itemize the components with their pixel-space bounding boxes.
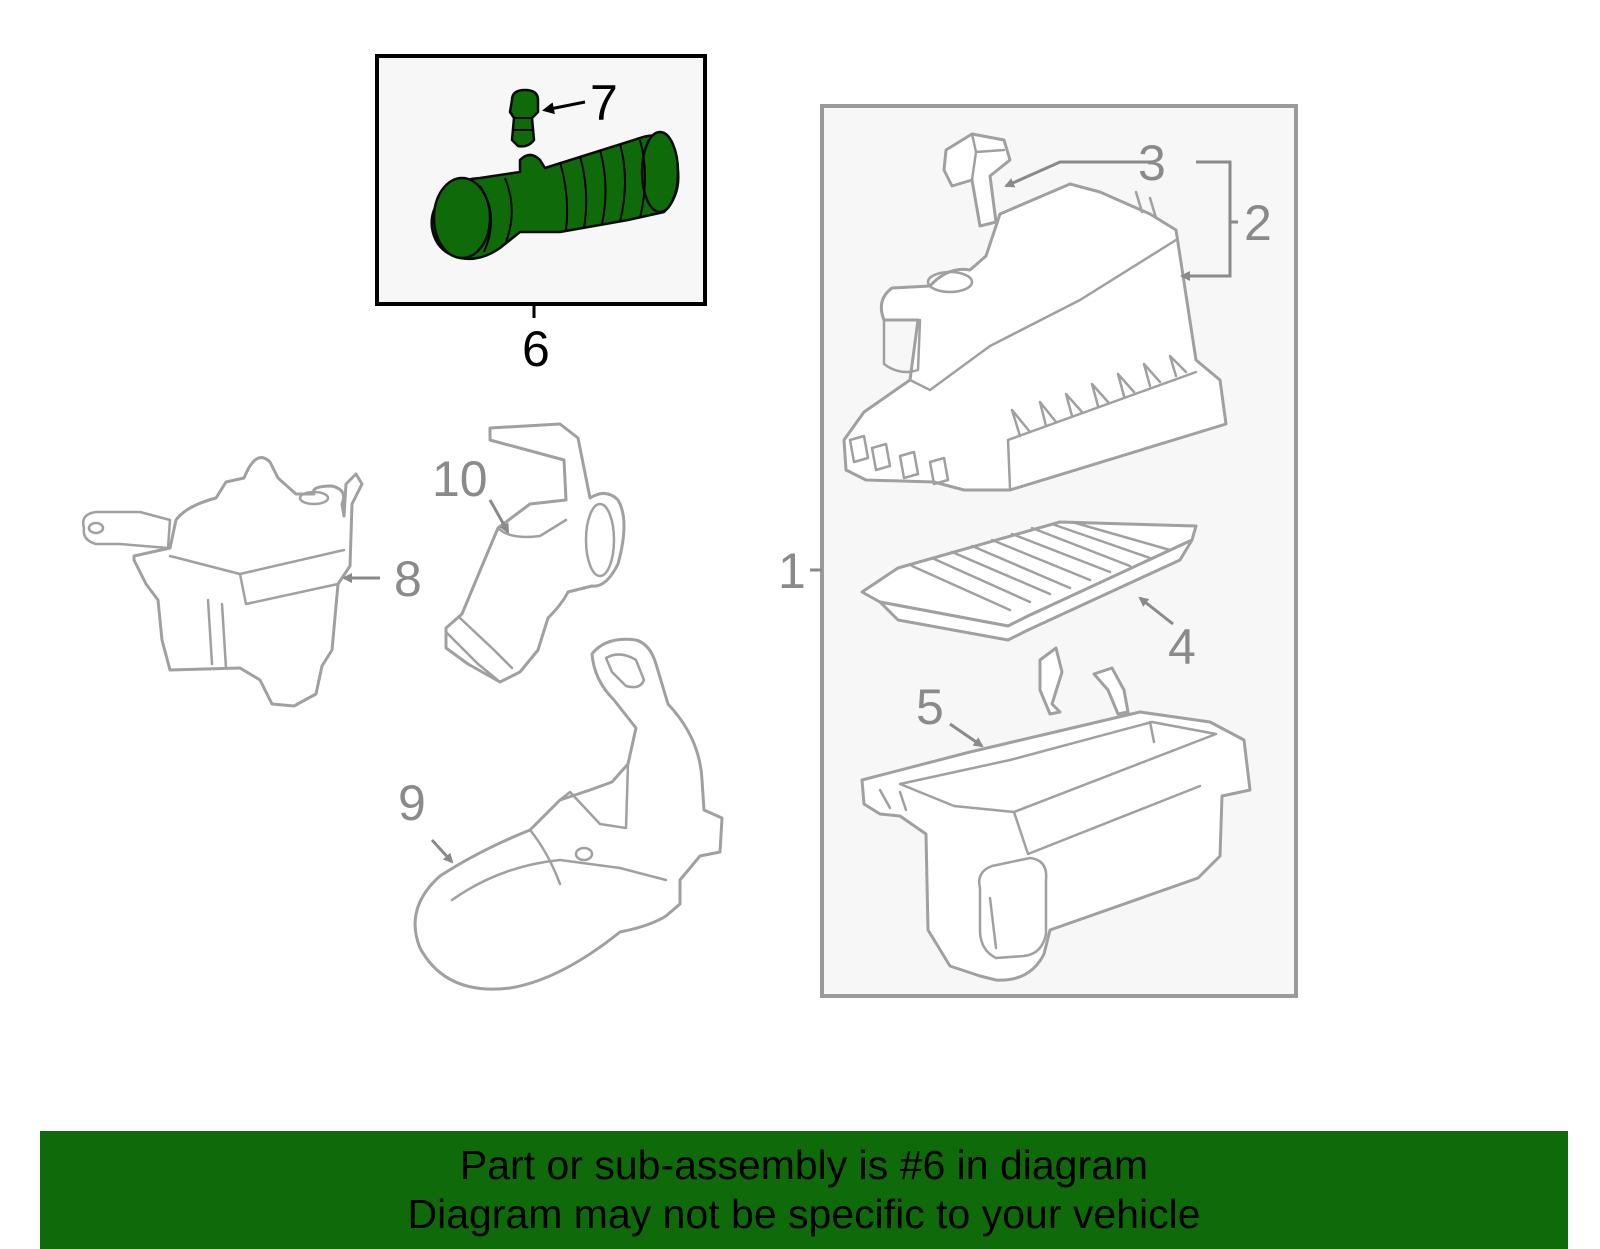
part-8-reservoir-tank (82, 456, 364, 708)
part-7-plug (508, 88, 540, 148)
callout-1: 1 (778, 543, 806, 599)
part-2-cleaner-cap (842, 182, 1228, 492)
parts-diagram: 7 6 3 2 1 4 5 10 8 9 (82, 54, 1298, 998)
callout-2: 2 (1244, 195, 1272, 251)
footer-line-2: Diagram may not be specific to your vehi… (407, 1191, 1201, 1237)
callout-10: 10 (432, 451, 488, 507)
callout-5: 5 (916, 679, 944, 735)
callout-7: 7 (590, 75, 618, 131)
callout-3: 3 (1138, 135, 1166, 191)
callout-4: 4 (1168, 619, 1196, 675)
part-9-intake-pipe (413, 637, 724, 991)
part-4-filter-element (860, 520, 1198, 642)
callout-8: 8 (394, 551, 422, 607)
callout-6: 6 (522, 321, 550, 377)
part-5-cleaner-case (860, 646, 1252, 982)
callout-9: 9 (398, 775, 426, 831)
part-10-duct (444, 422, 626, 684)
footer-banner: Part or sub-assembly is #6 in diagram Di… (40, 1131, 1568, 1249)
footer-line-1: Part or sub-assembly is #6 in diagram (459, 1142, 1149, 1188)
part-6-intake-hose (430, 130, 680, 261)
